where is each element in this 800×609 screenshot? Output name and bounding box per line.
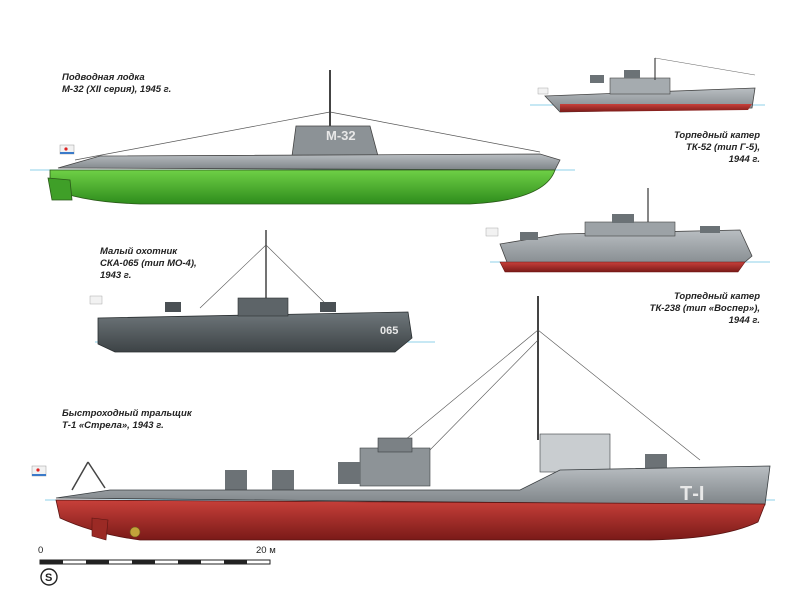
publisher-logo-icon: S <box>40 568 58 586</box>
caption-line: Малый охотник <box>100 246 178 257</box>
caption-line: 1944 г. <box>728 154 760 165</box>
caption-line: Подводная лодка <box>62 72 145 83</box>
scale-bar <box>39 559 271 565</box>
submarine-m32: М-32 <box>30 70 575 205</box>
subchaser-ska065: 065 <box>89 230 435 353</box>
minesweeper-t1: Т-I <box>31 296 775 541</box>
torpedo-boat-tk52 <box>530 57 765 113</box>
caption-line: Быстроходный тральщик <box>62 408 192 419</box>
caption-line: Торпедный катер <box>673 130 760 141</box>
caption-t1: Быстроходный тральщик Т-1 «Стрела», 1943… <box>62 408 192 432</box>
submarine-hull-number: М-32 <box>326 128 356 143</box>
caption-line: СКА-065 (тип МО-4), <box>100 258 197 269</box>
caption-line: ТК-52 (тип Г-5), <box>686 142 760 153</box>
caption-submarine: Подводная лодка М-32 (XII серия), 1945 г… <box>62 72 171 96</box>
t1-hull-number: Т-I <box>680 483 704 505</box>
scale-end-label: 20 м <box>256 545 276 556</box>
torpedo-boat-tk238 <box>485 188 770 273</box>
caption-line: 1943 г. <box>100 270 132 281</box>
scale-start-label: 0 <box>38 545 44 556</box>
caption-line: ТК-238 (тип «Воспер»), <box>649 303 760 314</box>
ska065-hull-number: 065 <box>380 325 398 337</box>
caption-ska065: Малый охотник СКА-065 (тип МО-4), 1943 г… <box>100 246 197 282</box>
caption-line: Торпедный катер <box>673 291 760 302</box>
caption-line: Т-1 «Стрела», 1943 г. <box>62 420 164 431</box>
caption-line: 1944 г. <box>728 315 760 326</box>
caption-line: М-32 (XII серия), 1945 г. <box>62 84 172 95</box>
caption-tk238: Торпедный катер ТК-238 (тип «Воспер»), 1… <box>640 291 760 327</box>
svg-text:S: S <box>45 572 52 584</box>
caption-tk52: Торпедный катер ТК-52 (тип Г-5), 1944 г. <box>660 130 760 166</box>
